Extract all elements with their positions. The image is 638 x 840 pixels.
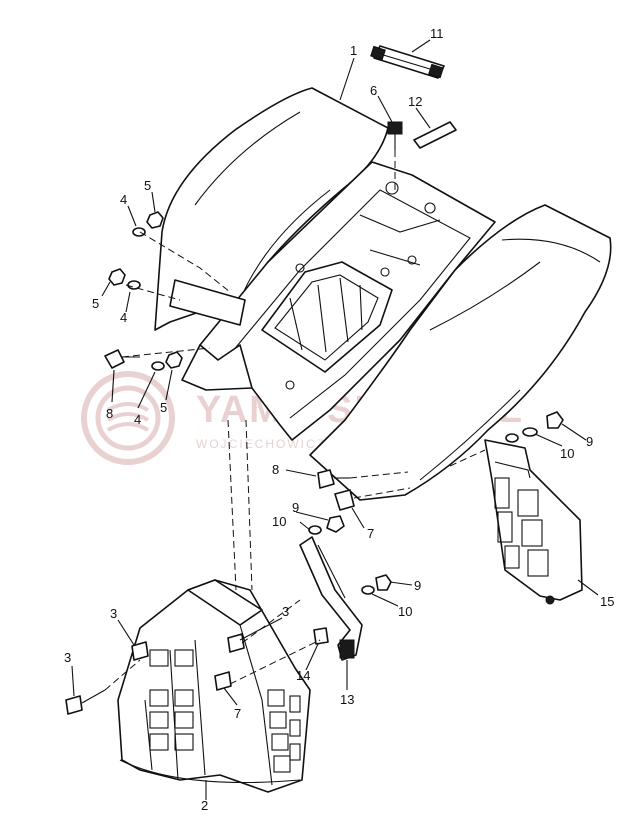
watermark-logo-ring xyxy=(81,371,175,465)
callout-8b: 8 xyxy=(272,462,279,477)
callout-13: 13 xyxy=(340,692,354,707)
callout-15: 15 xyxy=(600,594,614,609)
callout-5b: 5 xyxy=(92,296,99,311)
mud-guard-vents-left xyxy=(149,649,194,751)
callout-3a: 3 xyxy=(110,606,117,621)
rear-fender xyxy=(154,87,612,501)
callout-14: 14 xyxy=(296,668,310,683)
callout-2: 2 xyxy=(201,798,208,813)
callout-10a: 10 xyxy=(272,514,286,529)
callout-10c: 10 xyxy=(398,604,412,619)
callout-7a: 7 xyxy=(367,526,374,541)
leader-lines xyxy=(71,39,599,800)
callout-11: 11 xyxy=(430,26,444,41)
mud-guard-vents-right xyxy=(267,689,301,773)
bolt-6 xyxy=(387,121,403,150)
side-flap xyxy=(484,439,583,605)
callout-3c: 3 xyxy=(64,650,71,665)
callout-12: 12 xyxy=(408,94,422,109)
strip xyxy=(413,121,457,149)
callout-4a: 4 xyxy=(120,192,127,207)
strap xyxy=(370,45,445,79)
bracket-arm xyxy=(299,536,363,661)
fasteners xyxy=(65,211,564,715)
watermark-logo-inner xyxy=(95,385,161,451)
callout-8a: 8 xyxy=(106,406,113,421)
callout-4b: 4 xyxy=(120,310,127,325)
callout-5c: 5 xyxy=(160,400,167,415)
callout-9b: 9 xyxy=(586,434,593,449)
callout-9c: 9 xyxy=(414,578,421,593)
callout-5a: 5 xyxy=(144,178,151,193)
mud-guard xyxy=(117,579,311,793)
assembly-lines xyxy=(104,150,486,691)
callout-10b: 10 xyxy=(560,446,574,461)
callout-6: 6 xyxy=(370,83,377,98)
callout-4c: 4 xyxy=(134,412,141,427)
callout-1: 1 xyxy=(350,43,357,58)
callout-9a: 9 xyxy=(292,500,299,515)
callout-3b: 3 xyxy=(282,604,289,619)
callout-7b: 7 xyxy=(234,706,241,721)
callout-labels: 1 2 3 3 3 4 4 4 5 5 5 6 7 7 8 8 9 9 9 10… xyxy=(64,26,614,813)
